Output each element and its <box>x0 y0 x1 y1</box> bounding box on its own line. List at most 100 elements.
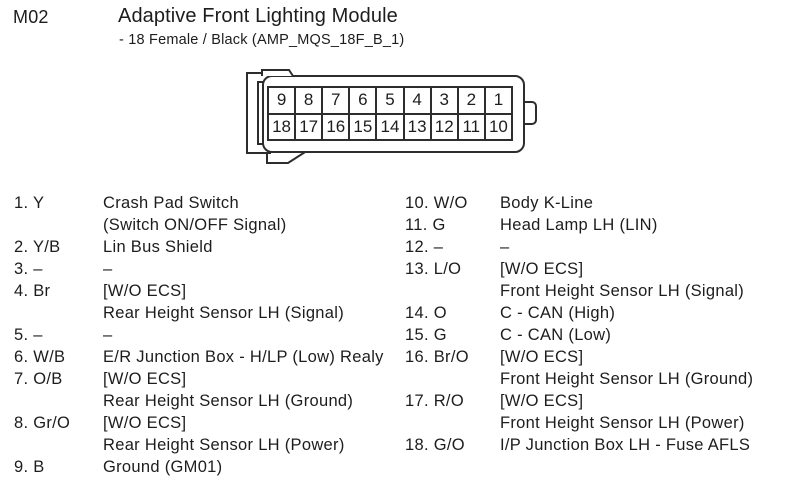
pin-description: – <box>500 236 783 258</box>
pin-cell-6: 6 <box>350 88 376 113</box>
pin-description: Crash Pad Switch (Switch ON/OFF Signal) <box>103 192 399 236</box>
pin-list-left: 1. Y Crash Pad Switch (Switch ON/OFF Signa… <box>14 192 399 478</box>
pin-description-line: – <box>500 238 510 256</box>
pin-description-line: [W/O ECS] <box>500 392 584 410</box>
pin-label: 14. O <box>405 304 447 322</box>
pin-label: 9. B <box>14 458 45 476</box>
pin-description: [W/O ECS] Front Height Sensor LH (Signal) <box>500 258 783 302</box>
pin-label: 18. G/O <box>405 436 465 454</box>
pin-description-line: [W/O ECS] <box>500 260 584 278</box>
pin-label: 7. O/B <box>14 370 63 388</box>
pin-description: [W/O ECS] Rear Height Sensor LH (Signal) <box>103 280 399 324</box>
pin-cell-12: 12 <box>431 114 457 139</box>
pin-cell-3: 3 <box>431 88 457 113</box>
pin-description-line: Head Lamp LH (LIN) <box>500 216 658 234</box>
pin-description-line: E/R Junction Box - H/LP (Low) Realy <box>103 348 384 366</box>
pin-description-line: Body K-Line <box>500 194 594 212</box>
pin-label: 16. Br/O <box>405 348 469 366</box>
pin-description-line: [W/O ECS] <box>500 348 584 366</box>
pin-cell-10: 10 <box>485 114 511 139</box>
pin-description: Head Lamp LH (LIN) <box>500 214 783 236</box>
pin-label: 11. G <box>405 216 446 234</box>
pin-description: I/P Junction Box LH - Fuse AFLS <box>500 434 783 456</box>
pin-cell-11: 11 <box>458 114 484 139</box>
pin-label: 5. – <box>14 326 43 344</box>
pin-label: 13. L/O <box>405 260 462 278</box>
connector-top-ridge <box>261 69 294 77</box>
pin-description-line: Rear Height Sensor LH (Ground) <box>103 392 354 410</box>
pin-description-line: Crash Pad Switch <box>103 194 239 212</box>
pin-list-right: 10. W/O Body K-Line 11. G Head Lamp LH (LIN… <box>405 192 783 456</box>
pin-description: E/R Junction Box - H/LP (Low) Realy <box>103 346 399 368</box>
pin-row: 12. – – <box>405 236 783 258</box>
pin-row: 6. W/B E/R Junction Box - H/LP (Low) Real… <box>14 346 399 368</box>
pin-description: [W/O ECS] Rear Height Sensor LH (Power) <box>103 412 399 456</box>
pin-label: 6. W/B <box>14 348 66 366</box>
pin-row: 15. G C - CAN (Low) <box>405 324 783 346</box>
pin-cell-18: 18 <box>269 114 295 139</box>
module-id: M02 <box>13 7 49 27</box>
pin-description: Lin Bus Shield <box>103 236 399 258</box>
pin-description-line: Front Height Sensor LH (Power) <box>500 414 745 432</box>
pin-row: 16. Br/O [W/O ECS]Front Height Sensor LH … <box>405 346 783 390</box>
pin-cell-5: 5 <box>377 88 403 113</box>
pin-row: 2. Y/B Lin Bus Shield <box>14 236 399 258</box>
pin-row: 5. – – <box>14 324 399 346</box>
pin-row: 4. Br [W/O ECS] Rear Height Sensor LH (Sig… <box>14 280 399 324</box>
pin-description: Body K-Line <box>500 192 783 214</box>
pin-label: 8. Gr/O <box>14 414 71 432</box>
pin-description-line: I/P Junction Box LH - Fuse AFLS <box>500 436 751 454</box>
pin-label: 10. W/O <box>405 194 468 212</box>
pin-row: 3. – – <box>14 258 399 280</box>
pin-description: – <box>103 258 399 280</box>
pin-description: [W/O ECS]Front Height Sensor LH (Ground) <box>500 346 783 390</box>
pin-description-line: C - CAN (Low) <box>500 326 612 344</box>
pin-cell-17: 17 <box>296 114 322 139</box>
pin-description: [W/O ECS] Front Height Sensor LH (Power) <box>500 390 783 434</box>
pin-description: – <box>103 324 399 346</box>
pin-description-line: [W/O ECS] <box>103 414 187 432</box>
pin-description-line: Front Height Sensor LH (Signal) <box>500 282 745 300</box>
pin-label: 12. – <box>405 238 444 256</box>
pin-cell-1: 1 <box>485 88 511 113</box>
pin-row: 18. G/O I/P Junction Box LH - Fuse AFLS <box>405 434 783 456</box>
pin-cell-4: 4 <box>404 88 430 113</box>
pin-cell-8: 8 <box>296 88 322 113</box>
pin-description: [W/O ECS] Rear Height Sensor LH (Ground) <box>103 368 399 412</box>
pin-cell-16: 16 <box>323 114 349 139</box>
pin-description: C - CAN (High) <box>500 302 783 324</box>
pin-row: 11. G Head Lamp LH (LIN) <box>405 214 783 236</box>
pin-label: 2. Y/B <box>14 238 61 256</box>
pin-description-line: (Switch ON/OFF Signal) <box>103 216 287 234</box>
pin-label: 3. – <box>14 260 43 278</box>
pin-row: 10. W/O Body K-Line <box>405 192 783 214</box>
pin-description: Ground (GM01) <box>103 456 399 478</box>
pin-description-line: C - CAN (High) <box>500 304 616 322</box>
pin-description-line: Ground (GM01) <box>103 458 223 476</box>
pin-label: 15. G <box>405 326 447 344</box>
pin-row: 9. B Ground (GM01) <box>14 456 399 478</box>
pin-row: 7. O/B [W/O ECS] Rear Height Sensor LH (Gr… <box>14 368 399 412</box>
pin-cell-13: 13 <box>404 114 430 139</box>
pin-cell-14: 14 <box>377 114 403 139</box>
pin-row: 1. Y Crash Pad Switch (Switch ON/OFF Signa… <box>14 192 399 236</box>
pin-description-line: – <box>103 260 113 278</box>
pin-description-line: Rear Height Sensor LH (Power) <box>103 436 345 454</box>
pin-description-line: [W/O ECS] <box>103 370 187 388</box>
pin-description-line: – <box>103 326 113 344</box>
pin-cell-7: 7 <box>323 88 349 113</box>
pin-cell-9: 9 <box>269 88 295 113</box>
pin-description: C - CAN (Low) <box>500 324 783 346</box>
pin-label: 1. Y <box>14 194 45 212</box>
pin-description-line: [W/O ECS] <box>103 282 187 300</box>
page-title: Adaptive Front Lighting Module <box>118 5 398 27</box>
pin-row: 8. Gr/O [W/O ECS] Rear Height Sensor LH (P… <box>14 412 399 456</box>
pin-description-line: Lin Bus Shield <box>103 238 213 256</box>
pin-description-line: Rear Height Sensor LH (Signal) <box>103 304 345 322</box>
pin-row: 13. L/O [W/O ECS] Front Height Sensor LH (… <box>405 258 783 302</box>
pin-label: 4. Br <box>14 282 51 300</box>
pin-cell-2: 2 <box>458 88 484 113</box>
pin-row: 17. R/O[W/O ECS]Front Height Sensor LH (… <box>405 390 783 434</box>
